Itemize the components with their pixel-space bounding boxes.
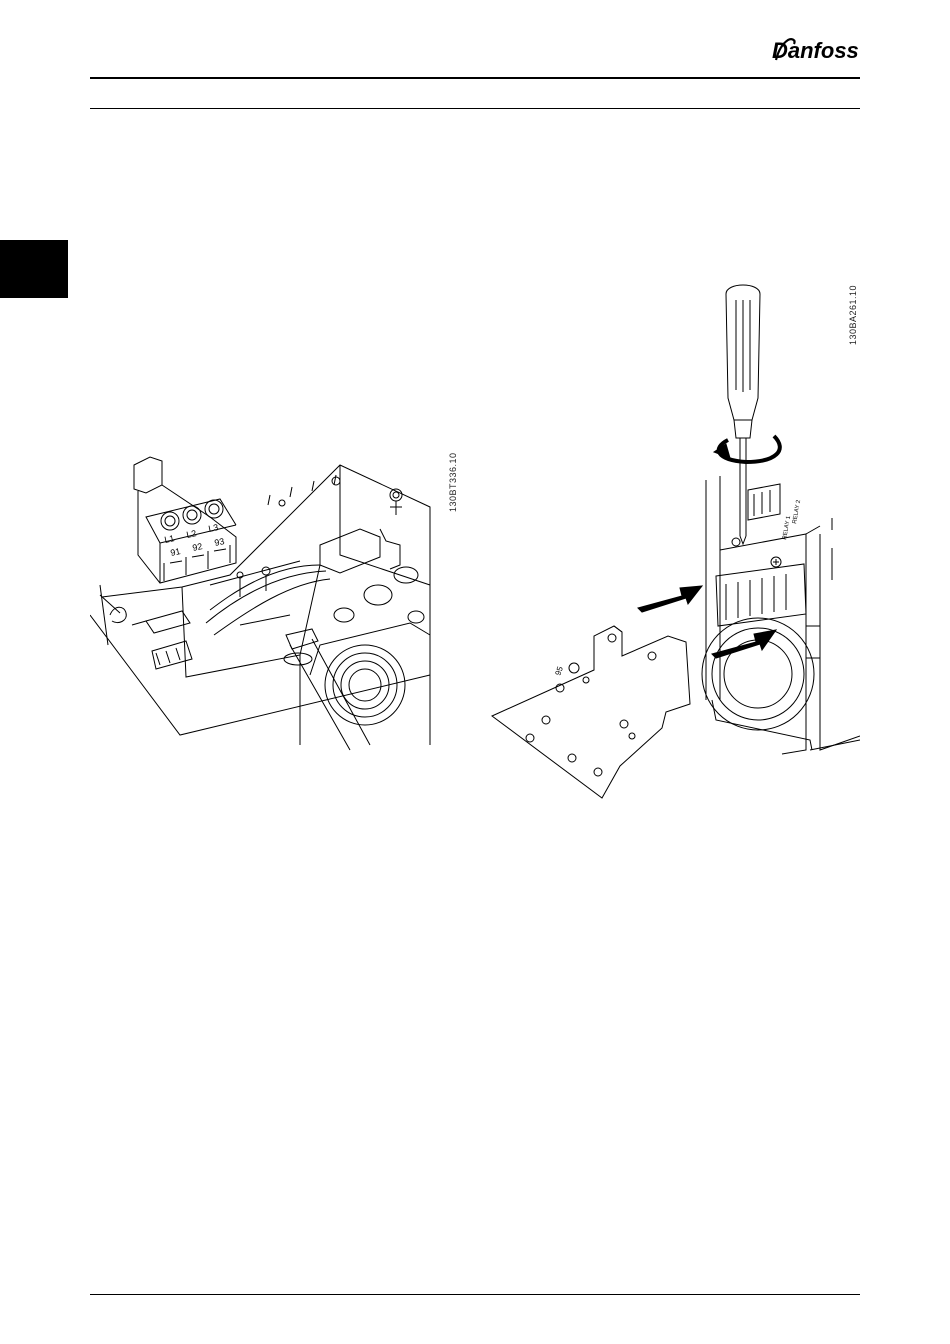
mains-connection-illustration: L1 L2 L3 91 92 93 [90, 445, 460, 765]
insert-arrow-lower-icon [712, 630, 776, 658]
svg-text:Danfoss: Danfoss [772, 38, 859, 63]
screwdriver-icon [726, 285, 760, 544]
footer-rule [90, 1294, 860, 1295]
header-rule-bottom [90, 108, 860, 109]
insert-arrow-upper-icon [638, 586, 702, 612]
drive-chassis [90, 465, 430, 750]
terminal-label-92: 92 [191, 541, 203, 553]
relay-label-2: RELAY 2 [792, 499, 802, 524]
mains-plug [134, 457, 236, 583]
terminal-label-91: 91 [169, 546, 181, 558]
relay-connection-illustration: RELAY 1 RELAY 2 95 [490, 280, 860, 800]
figure-code-right: 130BA261.10 [848, 285, 858, 345]
chapter-tab [0, 240, 68, 298]
danfoss-logo: Danfoss [768, 30, 860, 70]
header-rule-top [90, 77, 860, 79]
plate-label: 95 [553, 665, 565, 677]
terminal-label-l1: L1 [163, 533, 175, 545]
terminal-label-l2: L2 [185, 528, 197, 540]
terminal-label-93: 93 [213, 536, 225, 548]
mounting-plate [492, 626, 690, 798]
figure-code-left: 130BT336.10 [448, 452, 458, 512]
drive-front-panel [702, 476, 860, 754]
terminal-label-l3: L3 [207, 522, 219, 534]
